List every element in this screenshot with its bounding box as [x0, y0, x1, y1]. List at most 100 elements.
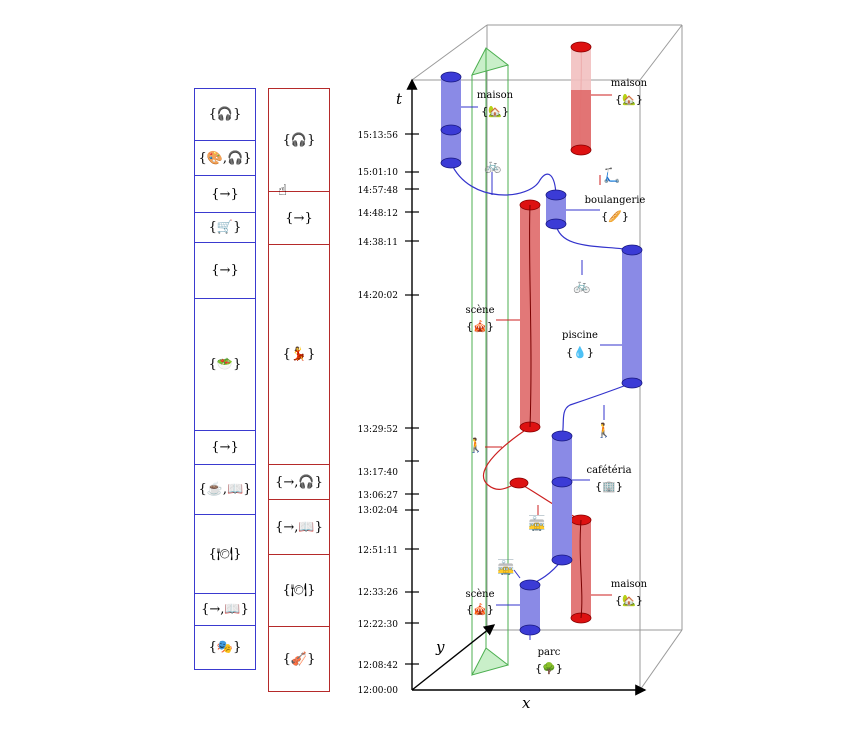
- cell-label: {🛒}: [208, 220, 242, 235]
- place-name: maison: [477, 90, 514, 101]
- hand-pointer-icon: ☝: [278, 181, 288, 199]
- right-cell-5[interactable]: {→,📖}: [268, 500, 330, 555]
- place-icon: {🌳}: [535, 661, 563, 675]
- tick-label: 15:01:10: [358, 168, 399, 178]
- axes: [406, 78, 647, 696]
- transport-icons: 🚲 🛴 🚲 🚶 🚶 🚋 🚋: [467, 158, 620, 576]
- left-cell-7[interactable]: {→}: [194, 431, 256, 465]
- time-ticks: [405, 133, 419, 665]
- left-cell-9[interactable]: {🍽}: [194, 515, 256, 594]
- right-cell-7[interactable]: {🎻}: [268, 627, 330, 692]
- right-cell-4[interactable]: {→,🎧}: [268, 465, 330, 500]
- blue-stay-maison[interactable]: [440, 71, 462, 169]
- tick-label: 13:06:27: [358, 491, 399, 501]
- cell-label: {→}: [211, 440, 239, 455]
- left-cell-5[interactable]: {→}: [194, 243, 256, 299]
- tick-label: 12:08:42: [358, 661, 398, 671]
- left-cell-10[interactable]: {→,📖}: [194, 594, 256, 626]
- tick-label: 14:48:12: [358, 209, 398, 219]
- tick-label: 12:00:00: [358, 686, 399, 696]
- right-cell-3[interactable]: {💃}: [268, 245, 330, 465]
- place-name: cafétéria: [586, 465, 631, 476]
- blue-stay-scene[interactable]: [519, 579, 541, 636]
- cell-label: {🎭}: [208, 640, 242, 655]
- axis-y-label: y: [435, 638, 445, 656]
- tick-label: 14:20:02: [358, 291, 398, 301]
- blue-stay-boulangerie[interactable]: [545, 189, 567, 230]
- place-icon: {🎪}: [466, 320, 494, 333]
- cell-label: {💃}: [282, 347, 316, 362]
- place-name: scène: [465, 305, 494, 316]
- tick-label: 13:29:52: [358, 425, 398, 435]
- left-activity-column: {🎧} {🎨,🎧} {→} {🛒} {→} {🥗} {→} {☕,📖} {🍽} …: [194, 88, 256, 670]
- place-name: parc: [538, 647, 561, 658]
- left-cell-1[interactable]: {🎧}: [194, 89, 256, 141]
- cell-label: {🍽}: [282, 583, 316, 598]
- place-icon: {🏡}: [615, 93, 643, 106]
- tram-icon: 🚋: [528, 515, 545, 532]
- cell-label: {→}: [211, 186, 239, 202]
- right-cell-6[interactable]: {🍽}: [268, 555, 330, 627]
- place-icon: {🏡}: [481, 105, 509, 118]
- place-name: scène: [465, 589, 494, 600]
- tick-label: 15:13:56: [358, 131, 399, 141]
- left-cell-11[interactable]: {🎭}: [194, 626, 256, 670]
- cell-label: {→,📖}: [275, 519, 323, 535]
- blue-trajectory: [449, 76, 634, 631]
- place-name: piscine: [562, 330, 598, 341]
- bike-icon: 🚲: [484, 158, 501, 174]
- walk-icon: 🚶: [467, 437, 484, 454]
- cell-label: {→}: [211, 263, 239, 278]
- left-cell-8[interactable]: {☕,📖}: [194, 465, 256, 515]
- cell-label: {🍽}: [208, 546, 242, 562]
- red-stay-maison-top[interactable]: [570, 41, 592, 156]
- cell-label: {🎧}: [282, 132, 316, 148]
- cell-label: {🥗}: [208, 357, 242, 372]
- tick-label: 13:02:04: [358, 506, 399, 516]
- blue-stay-piscine[interactable]: [621, 244, 643, 389]
- tram-icon: 🚋: [497, 559, 514, 576]
- tick-label: 14:38:11: [358, 238, 398, 248]
- right-cell-1[interactable]: {🎧}: [268, 89, 330, 192]
- walk-icon: 🚶: [595, 422, 612, 439]
- cell-label: {🎨,🎧}: [198, 150, 252, 166]
- left-cell-3[interactable]: {→}: [194, 176, 256, 213]
- place-icon: {🏢}: [595, 480, 623, 493]
- cell-label: {→,🎧}: [275, 474, 323, 490]
- right-cell-2[interactable]: {→}: [268, 192, 330, 245]
- place-labels: maison {🏡} maison {🏡} boulangerie {🥖} sc…: [465, 78, 647, 675]
- tick-label: 12:22:30: [358, 620, 399, 630]
- scooter-icon: 🛴: [603, 167, 620, 184]
- cell-label: {→,📖}: [201, 602, 249, 617]
- place-name: maison: [611, 78, 648, 89]
- tick-label: 12:33:26: [358, 588, 399, 598]
- place-icon: {🏡}: [615, 594, 643, 607]
- cell-label: {→}: [285, 210, 313, 226]
- tick-label: 14:57:48: [358, 186, 399, 196]
- place-name: boulangerie: [585, 195, 646, 206]
- red-stop-cafeteria[interactable]: [509, 477, 529, 489]
- red-stay-scene[interactable]: [519, 199, 541, 433]
- place-icon: {🥖}: [601, 210, 629, 223]
- red-stay-maison-bottom[interactable]: [570, 514, 592, 624]
- right-activity-column: {🎧} {→} {💃} {→,🎧} {→,📖} {🍽} {🎻}: [268, 88, 330, 692]
- axis-x-label: x: [522, 694, 531, 712]
- cell-label: {🎧}: [208, 107, 242, 122]
- cell-label: {🎻}: [282, 651, 316, 667]
- tick-label: 13:17:40: [358, 468, 399, 478]
- left-cell-4[interactable]: {🛒}: [194, 213, 256, 243]
- zone-prism: [471, 47, 510, 676]
- left-cell-6[interactable]: {🥗}: [194, 299, 256, 431]
- leader-lines: [461, 94, 622, 640]
- place-icon: {💧}: [566, 346, 594, 359]
- cell-label: {☕,📖}: [198, 482, 252, 497]
- bike-icon: 🚲: [573, 278, 590, 294]
- tick-label: 12:51:11: [358, 546, 398, 556]
- left-cell-2[interactable]: {🎨,🎧}: [194, 141, 256, 176]
- time-tick-labels: 15:13:56 15:01:10 14:57:48 14:48:12 14:3…: [358, 131, 399, 696]
- blue-stay-cafeteria[interactable]: [551, 430, 573, 566]
- axis-t-label: t: [396, 90, 403, 108]
- place-icon: {🎪}: [466, 603, 494, 616]
- place-name: maison: [611, 579, 648, 590]
